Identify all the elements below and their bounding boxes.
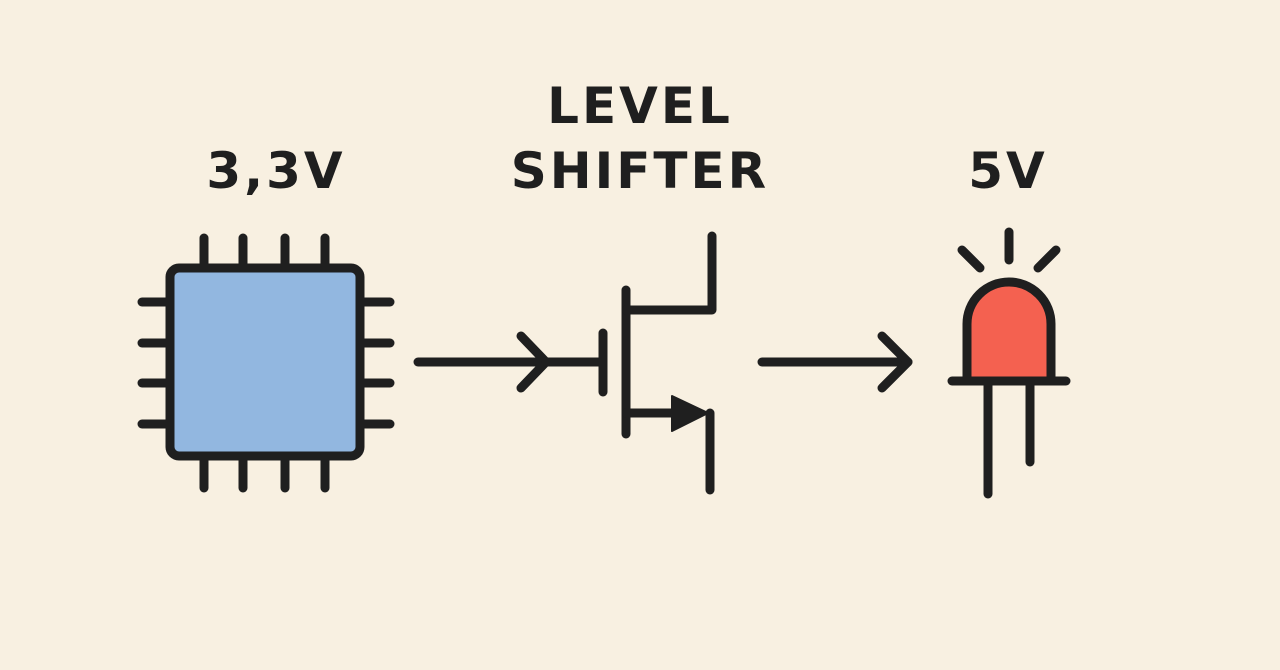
shifter-label-line2: SHIFTER bbox=[511, 142, 769, 200]
led-dome bbox=[962, 277, 1056, 385]
microchip-icon bbox=[137, 233, 395, 493]
chip-body bbox=[165, 263, 365, 461]
drain bbox=[621, 231, 717, 315]
chip-pins bbox=[137, 233, 395, 493]
high-voltage-label: 5V bbox=[968, 142, 1048, 200]
source-arrowhead bbox=[671, 395, 709, 432]
transistor-icon bbox=[541, 231, 717, 495]
low-voltage-label: 3,3V bbox=[206, 142, 345, 200]
light-rays bbox=[957, 227, 1061, 273]
shifter-label-line1: LEVEL bbox=[547, 77, 733, 135]
led-icon bbox=[947, 227, 1071, 499]
arrow-right-icon bbox=[757, 331, 913, 393]
